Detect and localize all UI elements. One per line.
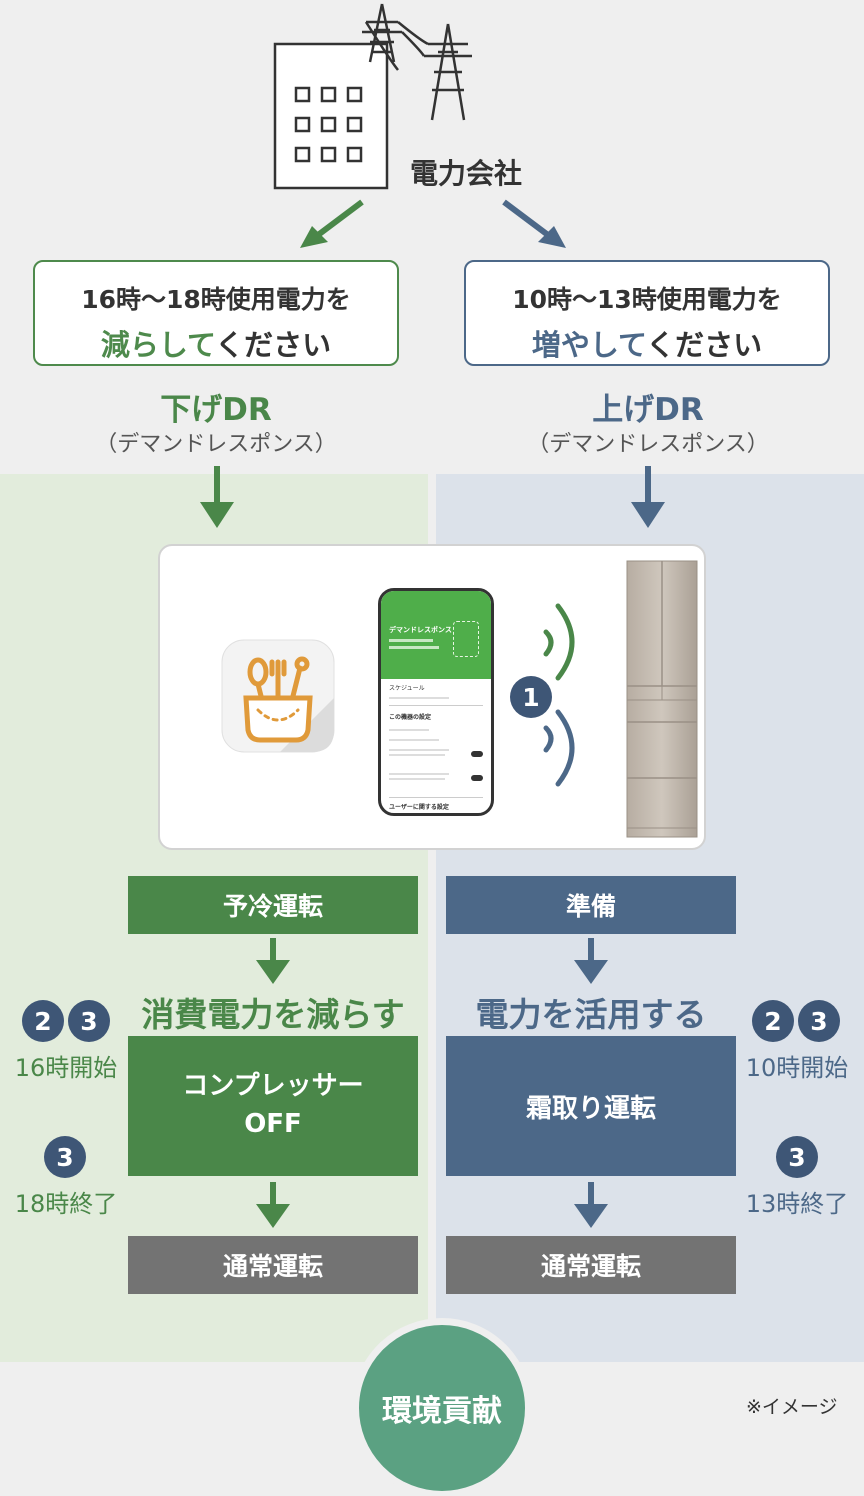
arrow-down-icon [200, 466, 234, 528]
arrow-down-icon [256, 938, 290, 984]
reduce-request-highlight: 減らして [100, 328, 216, 362]
arrow-down-icon [574, 938, 608, 984]
company-arrows [300, 199, 566, 248]
compressor-off-line2: OFF [244, 1109, 302, 1139]
down-dr-title: 下げDR [160, 392, 272, 428]
increase-request-highlight: 増やして [531, 328, 647, 362]
power-company-icon [273, 3, 472, 190]
kitchen-app-icon [221, 639, 335, 753]
prepare-step-box: 準備 [446, 876, 736, 934]
step-badge-2: 2 [22, 1000, 64, 1042]
phone-schedule-label: スケジュール [389, 685, 425, 692]
image-note: ※イメージ [746, 1396, 838, 1418]
reduce-request-box: 16時〜18時使用電力を 減らしてください [33, 260, 399, 366]
step-badge-1: 1 [510, 676, 552, 718]
phone-app-header: デマンドレスポンス [381, 591, 491, 679]
power-company-label: 電力会社 [410, 157, 523, 190]
up-dr-subtitle: （デマンドレスポンス） [527, 432, 769, 457]
step-badge-3: 3 [44, 1136, 86, 1178]
start-time-label-right: 10時開始 [745, 1054, 849, 1082]
use-power-heading: 電力を活用する [475, 995, 707, 1034]
arrow-down-icon [574, 1182, 608, 1228]
reduce-consumption-heading: 消費電力を減らす [141, 995, 405, 1034]
environmental-contribution-badge: 環境貢献 [352, 1318, 532, 1496]
start-time-label-left: 16時開始 [14, 1054, 118, 1082]
defrost-operation-box: 霜取り運転 [446, 1036, 736, 1176]
smartphone: デマンドレスポンス スケジュール この機器の設定 [378, 588, 494, 816]
arrow-down-icon [631, 466, 665, 528]
normal-operation-box-left: 通常運転 [128, 1236, 418, 1294]
end-time-label-right: 13時終了 [745, 1190, 849, 1218]
step-badge-3: 3 [776, 1136, 818, 1178]
step-badge-3: 3 [798, 1000, 840, 1042]
normal-operation-box-right: 通常運転 [446, 1236, 736, 1294]
arrow-down-icon [256, 1182, 290, 1228]
up-dr-title: 上げDR [592, 392, 704, 428]
precool-step-box: 予冷運転 [128, 876, 418, 934]
phone-device-settings-label: この機器の設定 [389, 714, 432, 721]
compressor-off-line1: コンプレッサー [182, 1071, 364, 1102]
device-card: デマンドレスポンス スケジュール この機器の設定 [158, 544, 706, 850]
phone-user-settings-label: ユーザーに関する設定 [389, 804, 449, 811]
reduce-request-rest: ください [215, 328, 332, 362]
step-badge-2: 2 [752, 1000, 794, 1042]
step-badge-3: 3 [68, 1000, 110, 1042]
phone-header-title: デマンドレスポンス [389, 626, 452, 634]
arrow-down-left-icon [300, 226, 328, 248]
signal-wave-icon [543, 709, 575, 787]
compressor-off-box: コンプレッサー OFF [128, 1036, 418, 1176]
increase-request-box: 10時〜13時使用電力を 増やしてください [464, 260, 830, 366]
signal-wave-icon [543, 603, 575, 681]
arrow-down-right-icon [538, 226, 566, 248]
increase-request-rest: ください [646, 328, 763, 362]
down-dr-subtitle: （デマンドレスポンス） [95, 432, 337, 457]
reduce-request-time: 16時〜18時使用電力を [81, 285, 351, 314]
end-time-label-left: 18時終了 [14, 1190, 118, 1218]
increase-request-time: 10時〜13時使用電力を [512, 285, 782, 314]
refrigerator-image [626, 560, 698, 838]
